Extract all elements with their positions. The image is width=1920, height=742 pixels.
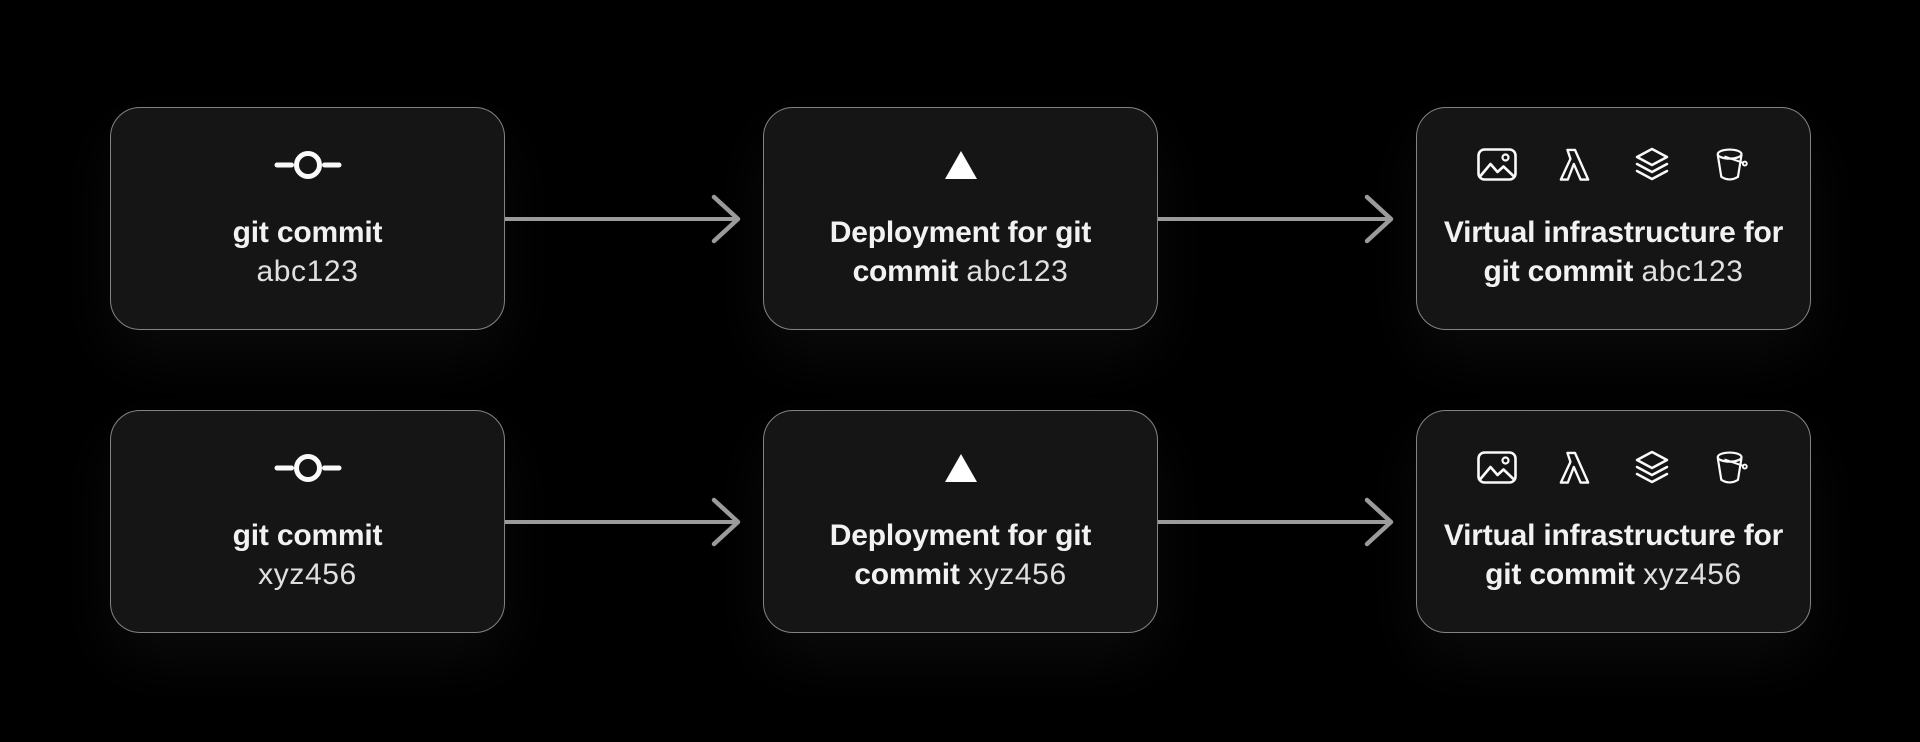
node-title: Deployment for git commit (829, 215, 1092, 288)
infrastructure-icons (1476, 450, 1751, 486)
commit-hash: abc123 (256, 254, 359, 288)
deployment-node: Deployment for git commit xyz456 (763, 410, 1158, 633)
commit-hash: xyz456 (1643, 557, 1742, 591)
node-title: git commit (232, 215, 383, 249)
commit-hash: xyz456 (258, 557, 357, 591)
infrastructure-node: Virtual infrastructure for git commit xy… (1416, 410, 1811, 633)
node-title: git commit (232, 518, 383, 552)
layers-icon (1635, 147, 1668, 180)
git-commit-node: git commit abc123 (110, 107, 505, 330)
node-label: git commit abc123 (233, 213, 383, 291)
connector (505, 410, 763, 633)
node-title: Virtual infrastructure for git commit (1443, 518, 1784, 591)
connector (505, 107, 763, 330)
arrow-right-icon (1158, 194, 1394, 243)
layers-icon (1635, 450, 1668, 483)
pipeline-row-xyz456: git commit xyz456 Deployment for git com… (110, 410, 1811, 633)
commit-hash: xyz456 (968, 557, 1067, 591)
commit-hash: abc123 (1641, 254, 1744, 288)
arrow-right-icon (505, 194, 741, 243)
image-icon (1476, 451, 1517, 484)
image-icon (1476, 148, 1517, 181)
bucket-icon (1716, 450, 1748, 484)
git-commit-icon (274, 453, 341, 482)
commit-hash: abc123 (966, 254, 1069, 288)
vercel-triangle-icon (944, 150, 977, 179)
lambda-icon (1559, 451, 1589, 484)
git-commit-node: git commit xyz456 (110, 410, 505, 633)
lambda-icon (1559, 148, 1589, 181)
node-title: Deployment for git commit (829, 518, 1092, 591)
deployment-node: Deployment for git commit abc123 (763, 107, 1158, 330)
vercel-triangle-icon (944, 453, 977, 482)
node-label: Virtual infrastructure for git commit ab… (1438, 213, 1790, 291)
node-title: Virtual infrastructure for git commit (1443, 215, 1784, 288)
pipeline-rows: git commit abc123 Deployment for git com… (110, 107, 1811, 633)
node-label: Virtual infrastructure for git commit xy… (1438, 516, 1790, 594)
bucket-icon (1716, 147, 1748, 181)
connector (1158, 410, 1416, 633)
arrow-right-icon (505, 497, 741, 546)
infrastructure-icons (1476, 147, 1751, 183)
arrow-right-icon (1158, 497, 1394, 546)
pipeline-row-abc123: git commit abc123 Deployment for git com… (110, 107, 1811, 330)
git-commit-icon (274, 150, 341, 179)
infrastructure-node: Virtual infrastructure for git commit ab… (1416, 107, 1811, 330)
node-label: git commit xyz456 (233, 516, 383, 594)
node-label: Deployment for git commit xyz456 (785, 516, 1137, 594)
node-label: Deployment for git commit abc123 (785, 213, 1137, 291)
connector (1158, 107, 1416, 330)
